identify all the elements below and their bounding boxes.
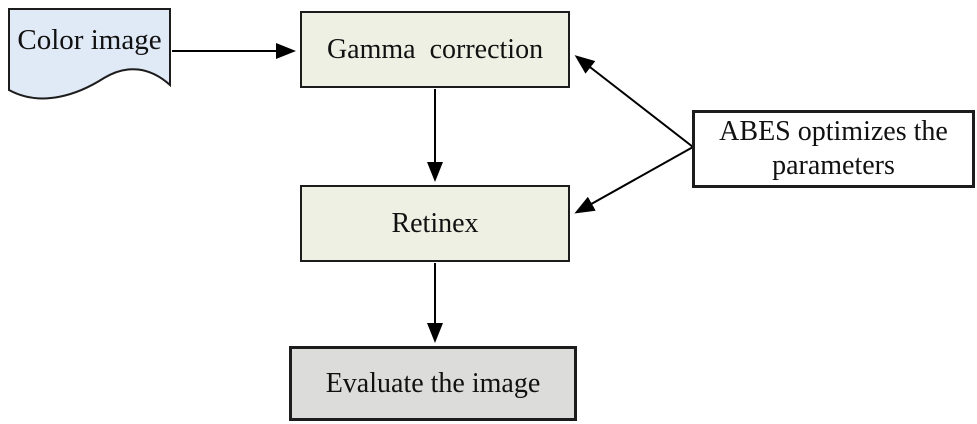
- node-evaluate-image-label: Evaluate the image: [325, 367, 541, 399]
- edge-abes-to-retinex: [574, 146, 694, 214]
- node-retinex: Retinex: [300, 185, 570, 262]
- color-image-document-shape: [8, 8, 171, 100]
- node-color-image-label: Color image: [17, 23, 162, 56]
- node-abes-optimizer-label: ABES optimizes the parameters: [719, 116, 948, 181]
- edge-abes-to-gamma: [574, 55, 694, 148]
- node-retinex-label: Retinex: [391, 207, 479, 239]
- node-evaluate-image: Evaluate the image: [289, 346, 577, 421]
- node-abes-optimizer: ABES optimizes the parameters: [692, 110, 975, 188]
- node-gamma-correction: Gamma correction: [300, 11, 570, 88]
- node-gamma-correction-label: Gamma correction: [326, 33, 544, 65]
